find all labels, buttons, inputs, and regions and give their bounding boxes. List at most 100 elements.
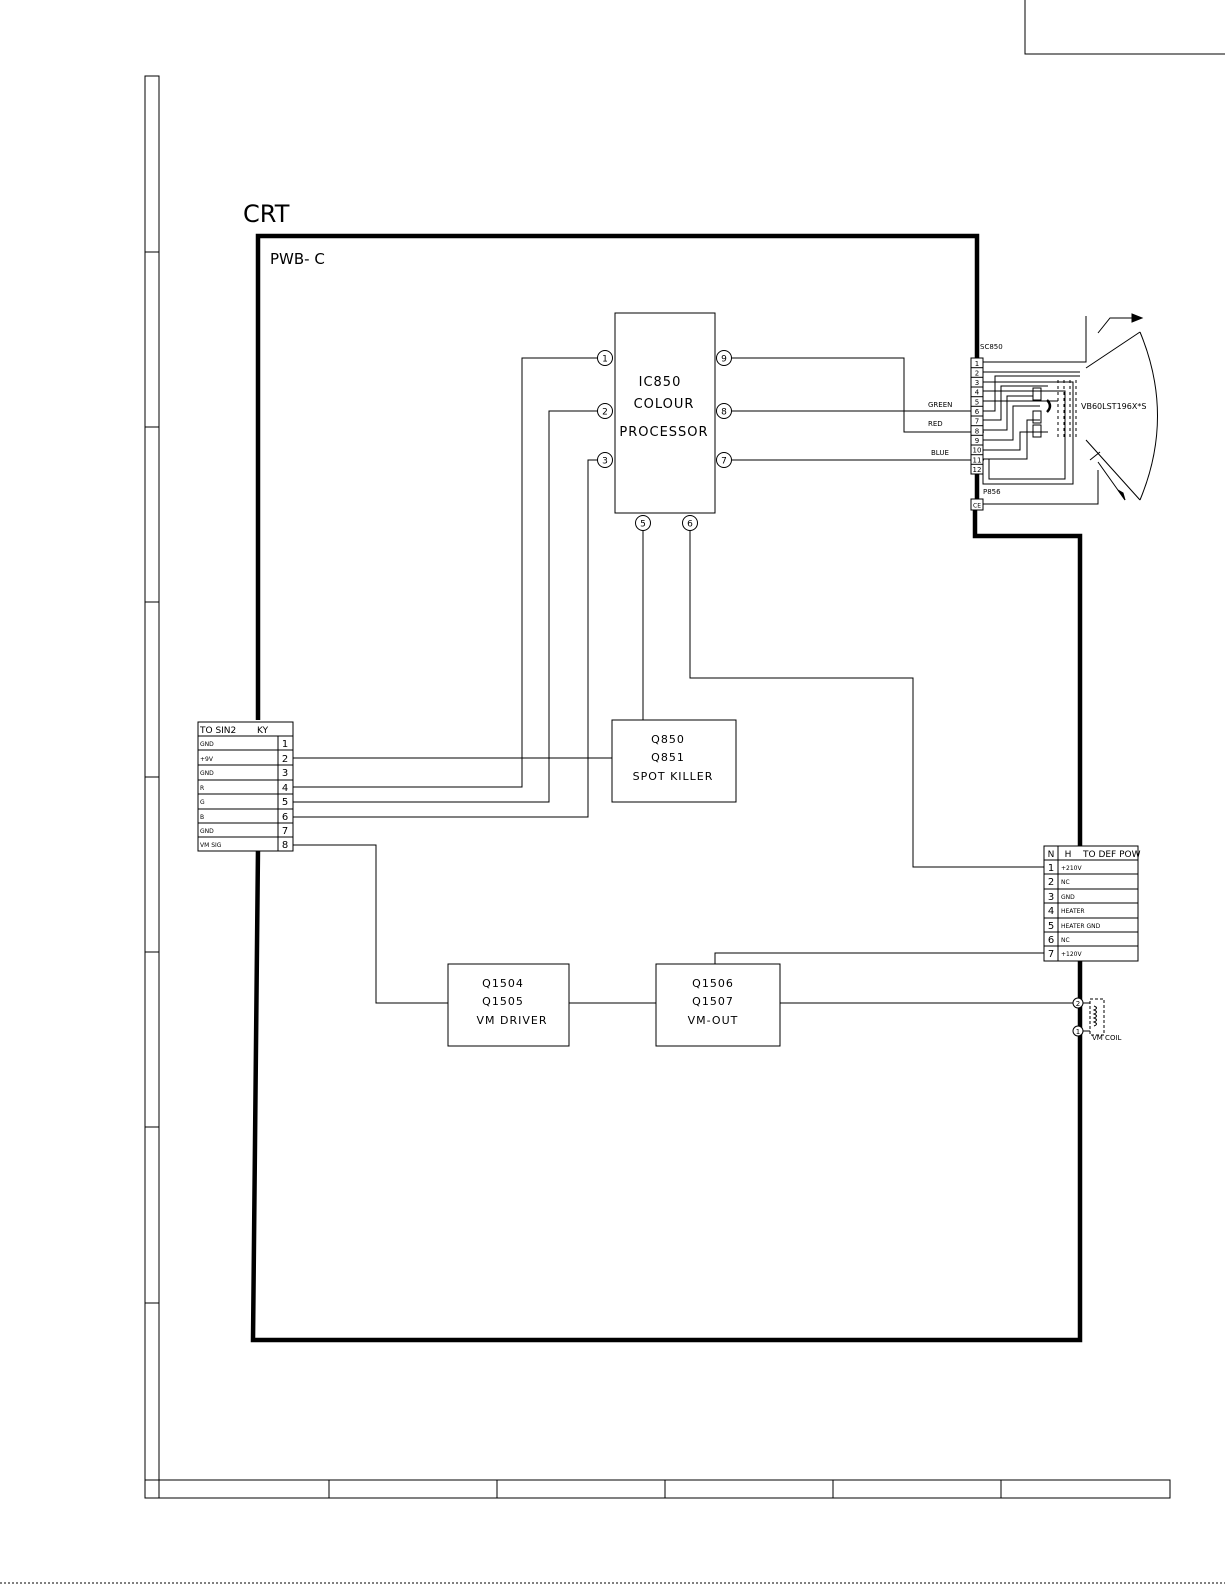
svg-text:Q850: Q850 xyxy=(651,733,685,746)
right-connector-pin: 6 xyxy=(1048,935,1054,946)
right-connector-pin: 2 xyxy=(1048,877,1054,888)
svg-text:Q1505: Q1505 xyxy=(482,995,524,1008)
crt-socket-pin: 2 xyxy=(975,370,979,378)
left-connector-pin: 1 xyxy=(282,739,288,750)
crt-socket-pin: 8 xyxy=(975,427,979,435)
right-connector-signal: HEATER xyxy=(1061,908,1085,915)
svg-text:TO DEF POW: TO DEF POW xyxy=(1082,850,1141,860)
left-connector-signal: GND xyxy=(200,770,214,777)
ic850-label-2: COLOUR xyxy=(634,397,695,412)
crt-socket-pin: 9 xyxy=(975,437,979,445)
left-connector-signal: R xyxy=(200,785,204,792)
left-connector-pin: 6 xyxy=(282,812,288,823)
ic850-label-3: PROCESSOR xyxy=(619,425,708,440)
ic850-pin-7: 7 xyxy=(716,452,732,468)
ic850-pin-1: 1 xyxy=(597,350,613,366)
svg-text:7: 7 xyxy=(721,457,727,467)
ground-connector-label: P856 xyxy=(983,488,1001,496)
vm-coil: 2 1 VM COIL xyxy=(1072,997,1122,1042)
crt-socket-sc850: SC850 1 2 3 4 5 6 7 8 9 10 11 12 P856 CE xyxy=(970,343,1003,511)
ic850-colour-processor: IC850 COLOUR PROCESSOR 1 2 3 5 6 7 xyxy=(597,312,732,531)
svg-text:2: 2 xyxy=(1076,1000,1080,1008)
vm-out-block: Q1506 Q1507 VM-OUT xyxy=(655,963,781,1047)
board-label: PWB- C xyxy=(270,250,325,268)
svg-text:VM DRIVER: VM DRIVER xyxy=(477,1014,548,1027)
right-connector-pin: 5 xyxy=(1048,921,1054,932)
crt-socket-pin: 11 xyxy=(973,456,982,464)
left-connector-signal: VM SIG xyxy=(200,842,222,849)
ic850-pin-8: 8 xyxy=(716,403,732,419)
ground-connector-pin: CE xyxy=(973,503,981,510)
crt-socket-pin: 6 xyxy=(975,408,980,416)
svg-text:8: 8 xyxy=(721,408,727,418)
right-connector-pin: 3 xyxy=(1048,892,1054,903)
left-connector-pin: 7 xyxy=(282,826,288,837)
ic850-pin-2: 2 xyxy=(597,403,613,419)
svg-text:6: 6 xyxy=(687,520,693,530)
red-signal-label: RED xyxy=(928,420,943,428)
left-connector-signal: GND xyxy=(200,741,214,748)
svg-text:Q1504: Q1504 xyxy=(482,977,524,990)
crt-socket-name: SC850 xyxy=(980,343,1003,351)
q850-spot-killer-block: Q850 Q851 SPOT KILLER xyxy=(611,719,737,803)
svg-text:9: 9 xyxy=(721,355,727,365)
svg-text:VM-OUT: VM-OUT xyxy=(688,1014,739,1027)
right-connector-signal: +120V xyxy=(1061,951,1082,958)
left-connector-sin2: TO SIN2 KY GND 1 +9V 2 GND 3 R 4 G 5 B 6… xyxy=(197,721,294,852)
right-connector-signal: NC xyxy=(1061,879,1070,886)
wires xyxy=(293,357,1073,1004)
left-connector-signal: G xyxy=(200,799,205,806)
ic850-pin-3: 3 xyxy=(597,452,613,468)
svg-text:2: 2 xyxy=(602,408,608,418)
crt-socket-pin: 12 xyxy=(973,466,982,474)
ic850-pin-5: 5 xyxy=(635,515,651,531)
svg-text:5: 5 xyxy=(640,520,646,530)
crt-socket-pin: 1 xyxy=(975,360,979,368)
vm-coil-label: VM COIL xyxy=(1092,1034,1122,1042)
ic850-pin-9: 9 xyxy=(716,350,732,366)
section-title: CRT xyxy=(243,200,290,228)
crt-tube-type: VB60LST196X*S xyxy=(1081,402,1146,411)
green-signal-label: GREEN xyxy=(928,401,952,409)
right-connector-pin: 7 xyxy=(1048,949,1054,960)
crt-socket-pin: 5 xyxy=(975,398,979,406)
vm-coil-pin-1: 1 xyxy=(1072,1025,1084,1037)
svg-text:1: 1 xyxy=(602,355,608,365)
left-connector-signal: +9V xyxy=(200,756,214,763)
ic850-pin-6: 6 xyxy=(682,515,698,531)
right-connector-signal: +210V xyxy=(1061,865,1082,872)
right-connector-def-pow: N H TO DEF POW 1 +210V 2 NC 3 GND 4 HEAT… xyxy=(1043,845,1141,962)
left-connector-header-ky: KY xyxy=(257,726,269,736)
svg-text:N: N xyxy=(1048,850,1055,860)
blue-signal-label: BLUE xyxy=(931,449,949,457)
pwb-c-board-outline-lower xyxy=(250,508,1083,1343)
left-connector-pin: 3 xyxy=(282,768,288,779)
left-connector-signal: B xyxy=(200,814,204,821)
left-connector-pin: 5 xyxy=(282,797,288,808)
crt-socket-pin: 4 xyxy=(975,389,980,397)
vm-coil-pin-2: 2 xyxy=(1072,997,1084,1009)
right-connector-signal: HEATER GND xyxy=(1061,923,1101,930)
left-connector-header: TO SIN2 xyxy=(199,726,236,736)
svg-text:3: 3 xyxy=(602,457,608,467)
svg-text:1: 1 xyxy=(1076,1028,1080,1036)
left-connector-pin: 2 xyxy=(282,754,288,765)
ic850-label-1: IC850 xyxy=(639,375,682,390)
left-connector-pin: 8 xyxy=(282,840,288,851)
right-connector-signal: GND xyxy=(1061,894,1075,901)
crt-socket-pin: 3 xyxy=(975,379,979,387)
crt-tube xyxy=(982,313,1158,505)
right-connector-pin: 4 xyxy=(1048,906,1054,917)
crt-socket-pin: 7 xyxy=(975,418,979,426)
svg-text:Q851: Q851 xyxy=(651,751,685,764)
svg-text:Q1506: Q1506 xyxy=(692,977,734,990)
crt-socket-pin: 10 xyxy=(973,447,982,455)
svg-text:SPOT KILLER: SPOT KILLER xyxy=(633,770,714,783)
right-connector-signal: NC xyxy=(1061,937,1070,944)
svg-text:Q1507: Q1507 xyxy=(692,995,734,1008)
svg-text:H: H xyxy=(1065,850,1072,860)
right-connector-pin: 1 xyxy=(1048,863,1054,874)
left-connector-pin: 4 xyxy=(282,783,288,794)
